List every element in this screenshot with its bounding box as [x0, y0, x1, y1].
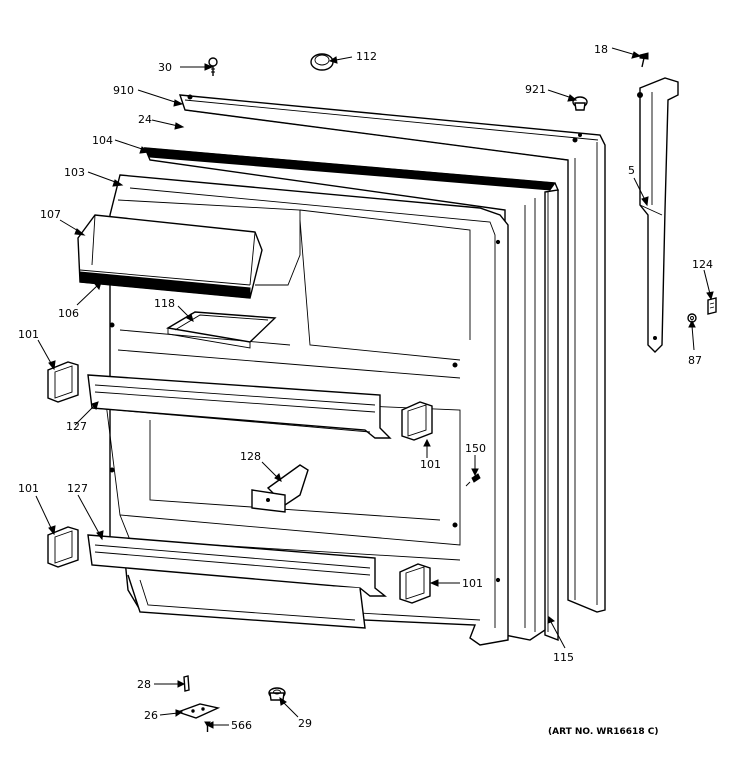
bottle-retainer — [251, 464, 309, 513]
hinge-plate-26 — [175, 703, 221, 719]
label-part-29: 29 — [298, 717, 312, 730]
leader-lines — [35, 47, 714, 729]
screw-18 — [639, 52, 649, 68]
label-part-124: 124 — [692, 258, 713, 271]
label-part-127-upper: 127 — [66, 420, 87, 433]
label-part-128: 128 — [240, 450, 261, 463]
shelf-support-lower-right — [399, 563, 431, 604]
door-handle — [637, 77, 679, 353]
screw-30 — [208, 57, 218, 76]
outer-door-panel — [178, 94, 606, 613]
label-part-150: 150 — [465, 442, 486, 455]
label-part-101-lower-left: 101 — [18, 482, 39, 495]
bushing-29 — [268, 687, 286, 701]
label-part-5: 5 — [628, 164, 635, 177]
label-part-566: 566 — [231, 719, 252, 732]
label-part-921: 921 — [525, 83, 546, 96]
upper-shelf — [87, 374, 392, 439]
label-part-87: 87 — [688, 354, 702, 367]
handle-clip-124 — [707, 297, 717, 315]
door-gasket-frame — [143, 147, 559, 641]
label-part-115: 115 — [553, 651, 574, 664]
label-part-26: 26 — [144, 709, 158, 722]
plug-921 — [572, 96, 588, 111]
lower-shelf — [87, 534, 387, 629]
dairy-door — [77, 214, 263, 299]
label-part-101-upper-left: 101 — [18, 328, 39, 341]
shelf-support-lower-left — [47, 526, 79, 568]
label-part-910: 910 — [113, 84, 134, 97]
art-number: (ART NO. WR16618 C) — [548, 727, 658, 737]
shelf-support-upper-left — [47, 361, 79, 403]
label-part-101-lower-right: 101 — [462, 577, 483, 590]
label-part-112: 112 — [356, 50, 377, 63]
label-part-101-upper-right: 101 — [420, 458, 441, 471]
label-part-18: 18 — [594, 43, 608, 56]
label-part-103: 103 — [64, 166, 85, 179]
label-part-24: 24 — [138, 113, 152, 126]
hinge-pin-28 — [183, 675, 190, 692]
label-part-107: 107 — [40, 208, 61, 221]
label-part-28: 28 — [137, 678, 151, 691]
label-part-30: 30 — [158, 61, 172, 74]
dairy-bin — [166, 311, 277, 349]
label-part-104: 104 — [92, 134, 113, 147]
part-labels: 30 112 910 24 104 103 107 106 118 101 12… — [18, 43, 713, 732]
label-part-118: 118 — [154, 297, 175, 310]
label-part-106: 106 — [58, 307, 79, 320]
screw-150 — [465, 473, 481, 487]
label-part-127-lower: 127 — [67, 482, 88, 495]
shelf-support-upper-right — [401, 401, 433, 441]
plug-112 — [310, 53, 334, 71]
